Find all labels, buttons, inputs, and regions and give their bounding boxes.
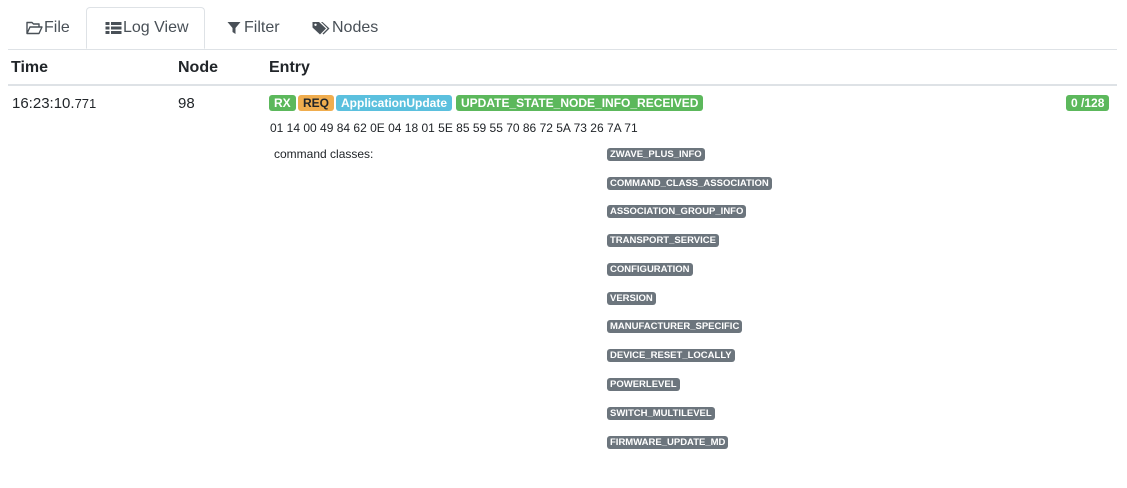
state-badge: UPDATE_STATE_NODE_INFO_RECEIVED — [456, 95, 704, 111]
tab-nodes[interactable]: Nodes — [312, 7, 378, 48]
command-class-badge: COMMAND_CLASS_ASSOCIATION — [607, 177, 772, 190]
command-class-badge: MANUFACTURER_SPECIFIC — [607, 320, 743, 333]
command-class-badge: SWITCH_MULTILEVEL — [607, 407, 715, 420]
tab-bar: File Log View Filter — [8, 7, 1117, 50]
command-class-badge: ASSOCIATION_GROUP_INFO — [607, 205, 747, 218]
command-class-badge: VERSION — [607, 292, 656, 305]
hex-payload: 01 14 00 49 84 62 0E 04 18 01 5E 85 59 5… — [270, 121, 638, 135]
tab-nodes-label: Nodes — [332, 18, 379, 36]
counter-badge: 0 /128 — [1066, 95, 1110, 111]
folder-open-icon — [25, 20, 43, 36]
tab-log-view[interactable]: Log View — [86, 7, 205, 49]
tags-icon — [312, 20, 331, 36]
tab-file[interactable]: File — [25, 7, 70, 48]
tab-filter[interactable]: Filter — [225, 7, 280, 48]
tab-log-view-label: Log View — [123, 19, 189, 36]
header-node: Node — [178, 59, 218, 76]
command-class-badge: TRANSPORT_SERVICE — [607, 234, 719, 247]
direction-badge: RX — [269, 95, 296, 111]
row-node: 98 — [178, 95, 195, 112]
command-class-badge: FIRMWARE_UPDATE_MD — [607, 436, 729, 449]
time-ms: 771 — [74, 96, 97, 111]
command-class-badge: ZWAVE_PLUS_INFO — [607, 148, 705, 161]
filter-icon — [225, 20, 243, 36]
function-badge: ApplicationUpdate — [336, 95, 453, 111]
type-badge: REQ — [298, 95, 335, 111]
row-time: 16:23:10.771 — [12, 95, 96, 112]
tab-filter-label: Filter — [244, 18, 280, 36]
list-icon — [104, 20, 122, 36]
command-class-badge: CONFIGURATION — [607, 263, 693, 276]
time-main: 16:23:10. — [12, 95, 75, 112]
table-header: Time Node Entry — [8, 49, 1117, 86]
tab-file-label: File — [44, 18, 70, 36]
command-classes-label: command classes: — [274, 147, 374, 161]
header-time: Time — [11, 59, 49, 76]
command-class-badge: POWERLEVEL — [607, 378, 680, 391]
header-entry: Entry — [269, 59, 310, 76]
command-class-badge: DEVICE_RESET_LOCALLY — [607, 349, 735, 362]
